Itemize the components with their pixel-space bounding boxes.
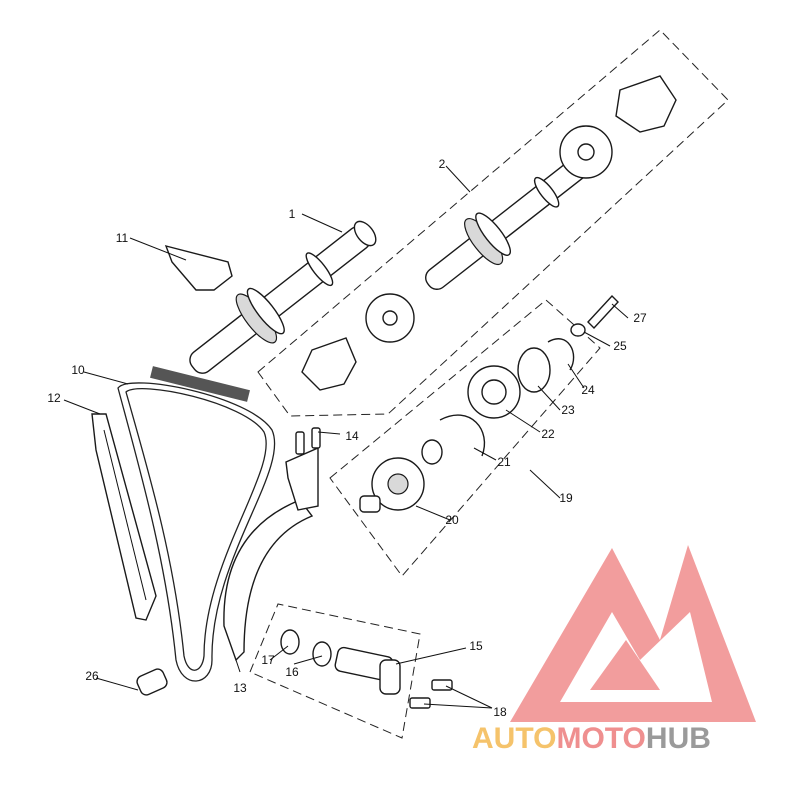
bearing-20 — [359, 495, 381, 513]
callout-22: 22 — [541, 427, 555, 441]
bearing-idler — [421, 439, 443, 465]
callout-18: 18 — [493, 705, 507, 719]
leader-lines — [63, 165, 629, 709]
assembly-15-outline — [249, 603, 421, 739]
callout-23: 23 — [561, 403, 575, 417]
callout-17: 17 — [261, 653, 275, 667]
cam-hub-upper-bore — [577, 143, 595, 161]
bolt-14-a — [295, 431, 305, 455]
bolt-27 — [587, 294, 619, 330]
callout-12: 12 — [47, 391, 61, 405]
sprocket-22-bore — [481, 379, 507, 405]
callout-14: 14 — [345, 429, 359, 443]
bolt-14-b — [311, 427, 321, 449]
guide-pin — [136, 668, 168, 696]
watermark-hub: HUB — [646, 722, 711, 755]
circlip-24 — [547, 338, 575, 371]
chain-links — [150, 366, 250, 402]
washer-23 — [517, 347, 551, 393]
camshaft-exhaust — [189, 220, 377, 374]
decompressor-upper — [615, 75, 677, 133]
logo-triangle-core — [590, 640, 660, 690]
callout-20: 20 — [445, 513, 459, 527]
circlip-21 — [439, 414, 486, 457]
callout-25: 25 — [613, 339, 627, 353]
watermark-logo — [510, 545, 756, 722]
tensioner-blade — [223, 499, 314, 662]
tensioner-flange — [379, 659, 401, 695]
callout-16: 16 — [285, 665, 299, 679]
o-ring-17 — [280, 629, 300, 655]
callout-1: 1 — [289, 207, 296, 221]
bolt-18-lower — [409, 697, 431, 709]
timing-chain — [117, 382, 276, 682]
callout-19: 19 — [559, 491, 573, 505]
callout-26: 26 — [85, 669, 99, 683]
callout-2: 2 — [439, 157, 446, 171]
assembly-19-outline — [329, 299, 601, 577]
cam-hub-lower-bore — [382, 310, 398, 326]
callout-21: 21 — [497, 455, 511, 469]
callout-11: 11 — [116, 231, 129, 245]
chain-guide-fixed-rib — [103, 429, 147, 601]
sprocket-20-hub — [387, 473, 409, 495]
callout-10: 10 — [71, 363, 85, 377]
callout-15: 15 — [469, 639, 483, 653]
bolt-18-upper — [431, 679, 453, 691]
decompressor-lower — [301, 337, 357, 391]
tensioner-bracket — [285, 446, 319, 511]
assembly-2-outline — [257, 29, 729, 417]
callout-13: 13 — [233, 681, 247, 695]
bracket — [164, 244, 233, 291]
o-ring-16 — [312, 641, 332, 667]
watermark-text: AUTOMOTOHUB — [472, 722, 711, 755]
chain-guide-fixed — [91, 413, 157, 621]
watermark-auto: AUTO — [472, 722, 556, 755]
timing-chain-inner — [125, 388, 267, 671]
callout-27: 27 — [633, 311, 647, 325]
washer-25 — [570, 323, 586, 337]
camshaft-intake — [425, 156, 590, 290]
callout-24: 24 — [581, 383, 595, 397]
watermark-moto: MOTO — [556, 722, 645, 755]
